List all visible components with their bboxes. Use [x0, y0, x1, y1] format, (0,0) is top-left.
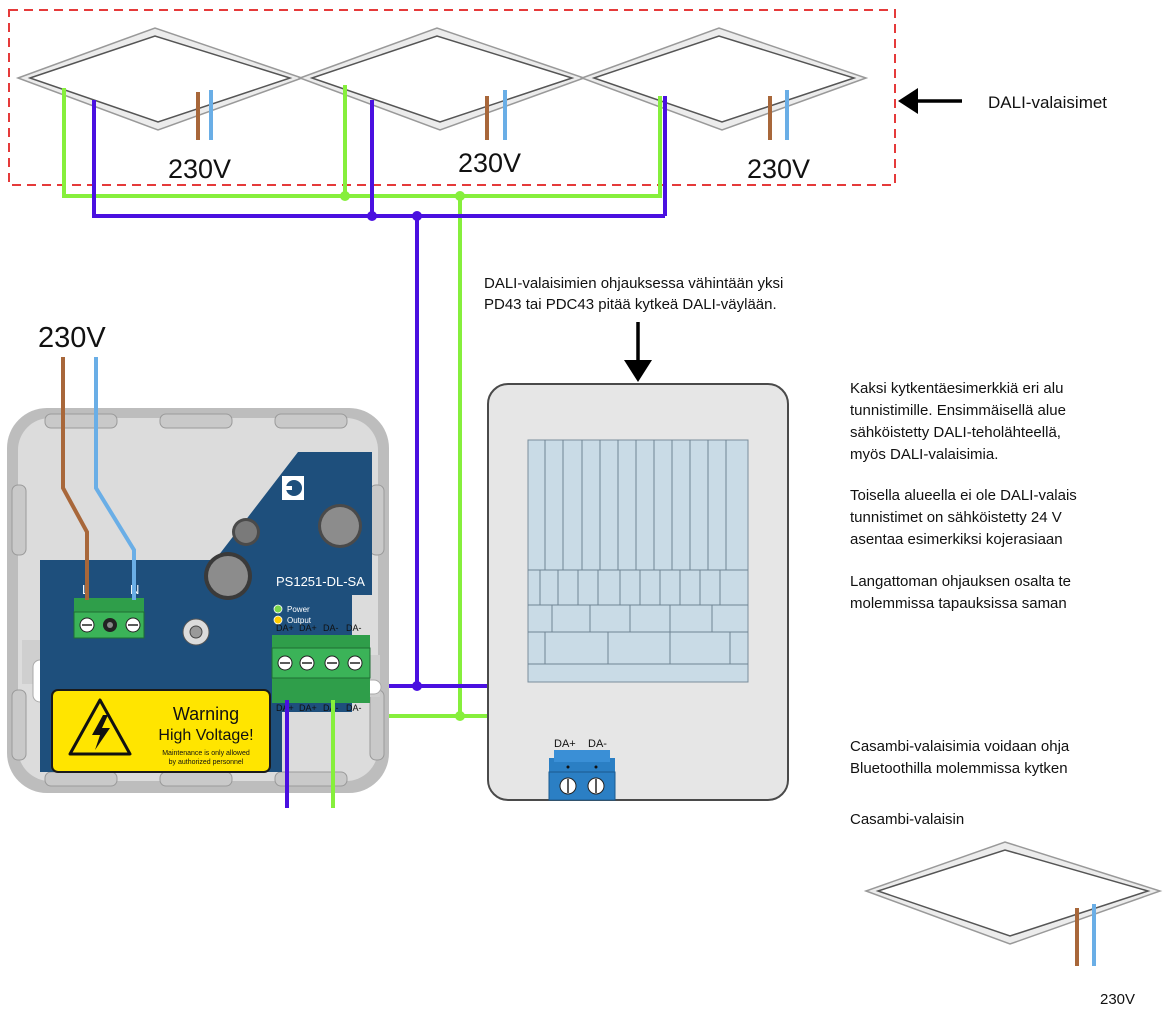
warning-small-1: Maintenance is only allowed: [162, 750, 250, 757]
led-power-label: Power: [287, 605, 310, 614]
mains-terminal: [73, 598, 145, 639]
luminaire-2-voltage: 230V: [458, 148, 521, 178]
sensor-terminal-plus-label: DA+: [554, 738, 576, 750]
mains-cables: [61, 357, 136, 600]
psu-bottom-dali-label-2: DA+: [299, 703, 317, 713]
psu-top-dali-label-4: DA-: [346, 623, 362, 633]
right-p4-line-2: Bluetoothilla molemmissa kytken: [850, 760, 1068, 777]
psu-dali-out-wires: [285, 700, 335, 808]
dali-luminaire-3: [579, 27, 869, 140]
psu-bottom-dali-label-1: DA+: [276, 703, 294, 713]
led-output-label: Output: [287, 616, 312, 625]
note-line-1: DALI-valaisimien ohjauksessa vähintään y…: [484, 275, 783, 292]
right-p2-line-2: tunnistimet on sähköistetty 24 V: [850, 509, 1062, 526]
right-p2-line-1: Toisella alueella ei ole DALI-valais: [850, 487, 1077, 504]
right-p3-line-2: molemmissa tapauksissa saman: [850, 595, 1067, 612]
psu-input-voltage: 230V: [38, 322, 106, 354]
right-p3-line-1: Langattoman ohjauksen osalta te: [850, 573, 1071, 590]
casambi-luminaire: [863, 841, 1163, 966]
psu-model: PS1251-DL-SA: [276, 574, 365, 589]
right-p2-line-3: asentaa esimerkiksi kojerasiaan: [850, 531, 1063, 548]
psu-bottom-dali-label-4: DA-: [346, 703, 362, 713]
warning-title: Warning: [173, 704, 239, 724]
psu-dali-terminal: [271, 635, 371, 703]
casambi-label: Casambi-valaisin: [850, 811, 964, 828]
right-p1-line-2: tunnistimille. Ensimmäisellä alue: [850, 402, 1066, 419]
note-line-2: PD43 tai PDC43 pitää kytkeä DALI-väylään…: [484, 296, 777, 313]
psu-top-dali-label-1: DA+: [276, 623, 294, 633]
dali-luminaires-label: DALI-valaisimet: [988, 93, 1107, 112]
dali-luminaire-1: [15, 27, 305, 140]
right-p1-line-3: sähköistetty DALI-teholähteellä,: [850, 424, 1061, 441]
dali-zone-border: [8, 9, 896, 186]
warning-small-2: by authorized personnel: [169, 759, 244, 766]
brand-logo: [282, 476, 304, 500]
psu-bottom-dali-label-3: DA-: [323, 703, 339, 713]
junction-dots: [340, 191, 465, 721]
right-p4-line-1: Casambi-valaisimia voidaan ohja: [850, 738, 1070, 755]
note-down-arrow: [624, 322, 652, 382]
right-p1-line-4: myös DALI-valaisimia.: [850, 446, 998, 463]
luminaire-1-voltage: 230V: [168, 154, 231, 184]
warning-label: [51, 689, 271, 773]
sensor-dali-terminal: [548, 750, 616, 801]
capacitors: [182, 504, 362, 646]
warning-subtitle: High Voltage!: [158, 727, 253, 744]
sensor-device: [487, 383, 789, 801]
luminaire-3-voltage: 230V: [747, 154, 810, 184]
status-leds: [273, 604, 283, 625]
psu-top-dali-label-2: DA+: [299, 623, 317, 633]
sensor-terminal-minus-label: DA-: [588, 738, 607, 750]
dali-luminaires-arrow: [898, 88, 962, 114]
right-p1-line-1: Kaksi kytkentäesimerkkiä eri alu: [850, 380, 1063, 397]
dali-luminaire-2: [297, 27, 587, 140]
casambi-voltage: 230V: [1100, 991, 1135, 1008]
psu-top-dali-label-3: DA-: [323, 623, 339, 633]
